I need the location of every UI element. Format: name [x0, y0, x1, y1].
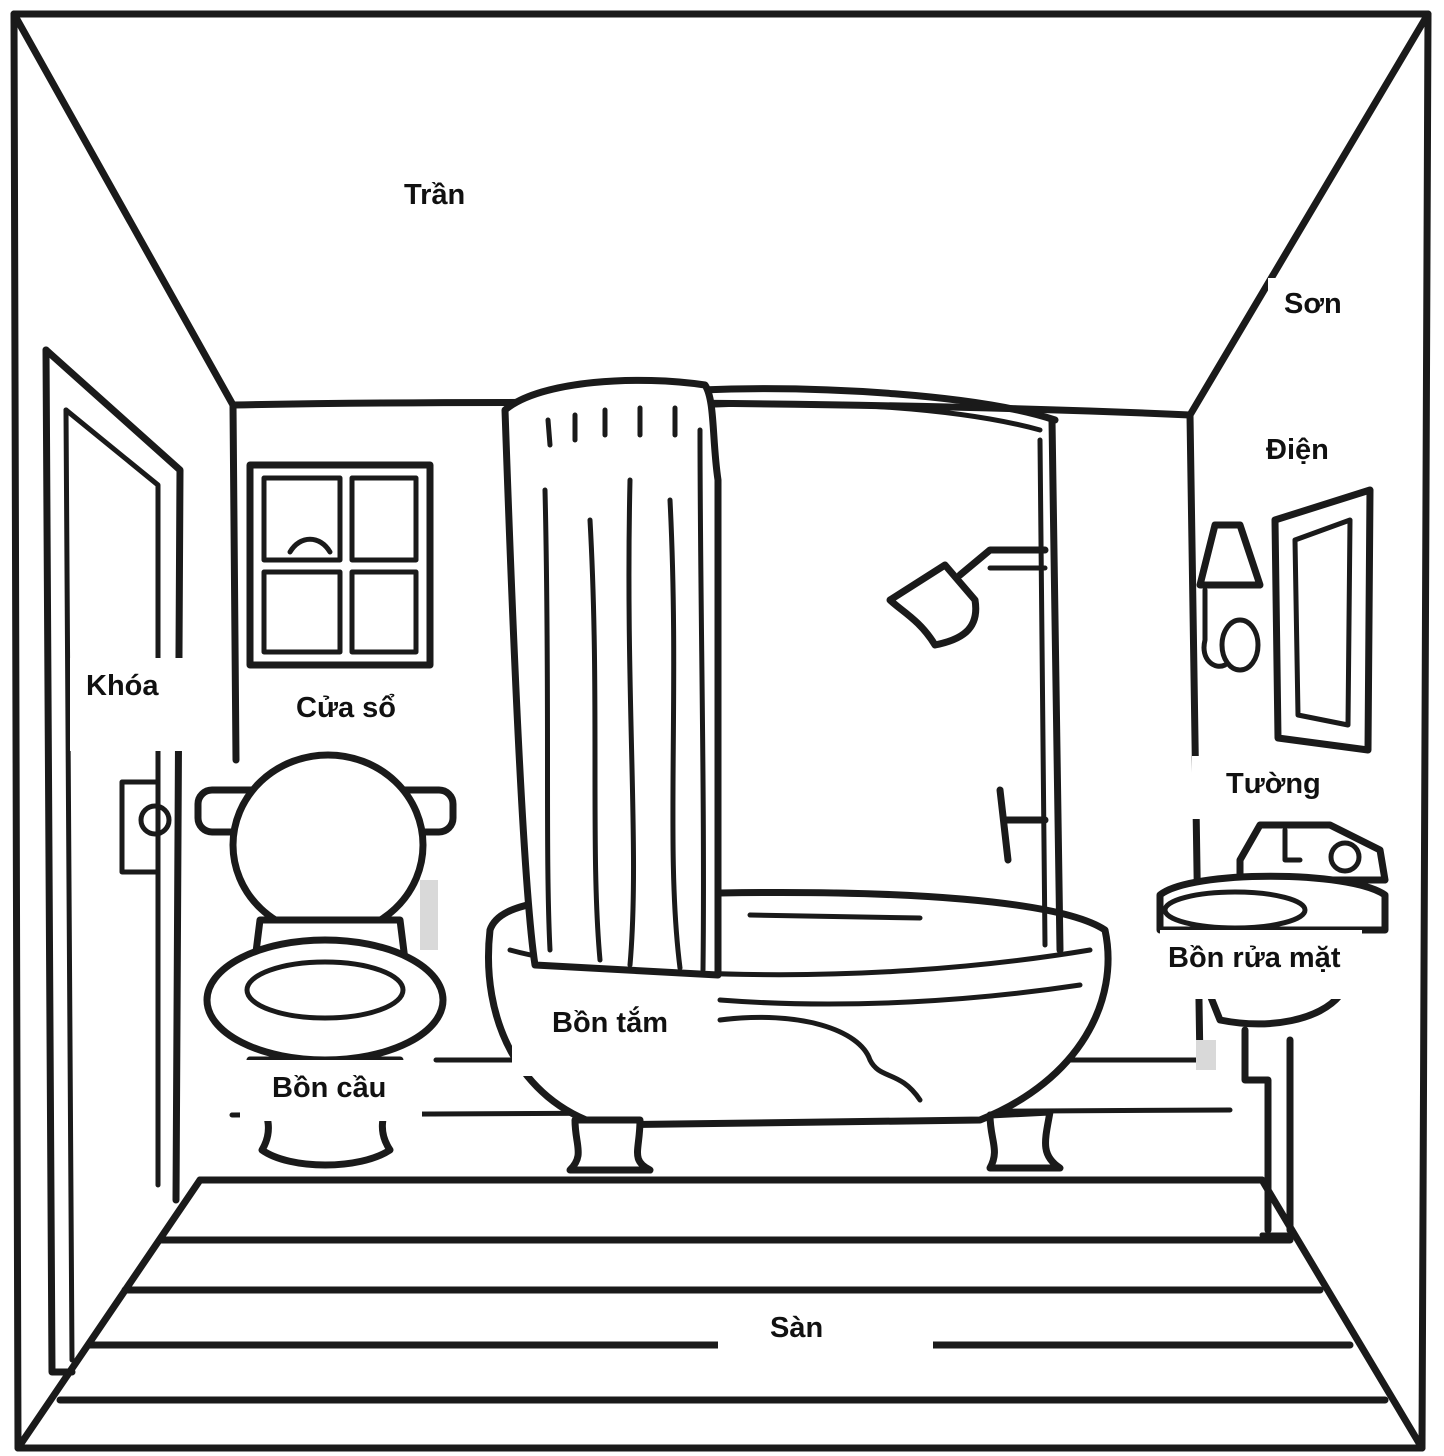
label-sink: Bồn rửa mặt — [1160, 930, 1363, 999]
sink — [1156, 821, 1389, 1238]
label-toilet: Bồn cầu — [240, 1060, 423, 1121]
shower-curtain — [501, 376, 722, 979]
label-wall: Tường — [1192, 756, 1373, 819]
toilet — [194, 751, 457, 1169]
window — [246, 461, 434, 669]
label-paint: Sơn — [1268, 278, 1368, 331]
label-floor: Sàn — [718, 1302, 934, 1365]
label-electricity: Điện — [1200, 432, 1409, 475]
label-ceiling: Trần — [400, 175, 470, 216]
label-bathtub: Bồn tắm — [512, 995, 704, 1076]
mirror — [1271, 486, 1374, 754]
label-lock: Khóa — [70, 658, 214, 751]
wall-lamp — [1196, 521, 1264, 673]
label-window: Cửa sổ — [292, 688, 400, 729]
door — [42, 346, 184, 1376]
shower — [696, 385, 1064, 954]
